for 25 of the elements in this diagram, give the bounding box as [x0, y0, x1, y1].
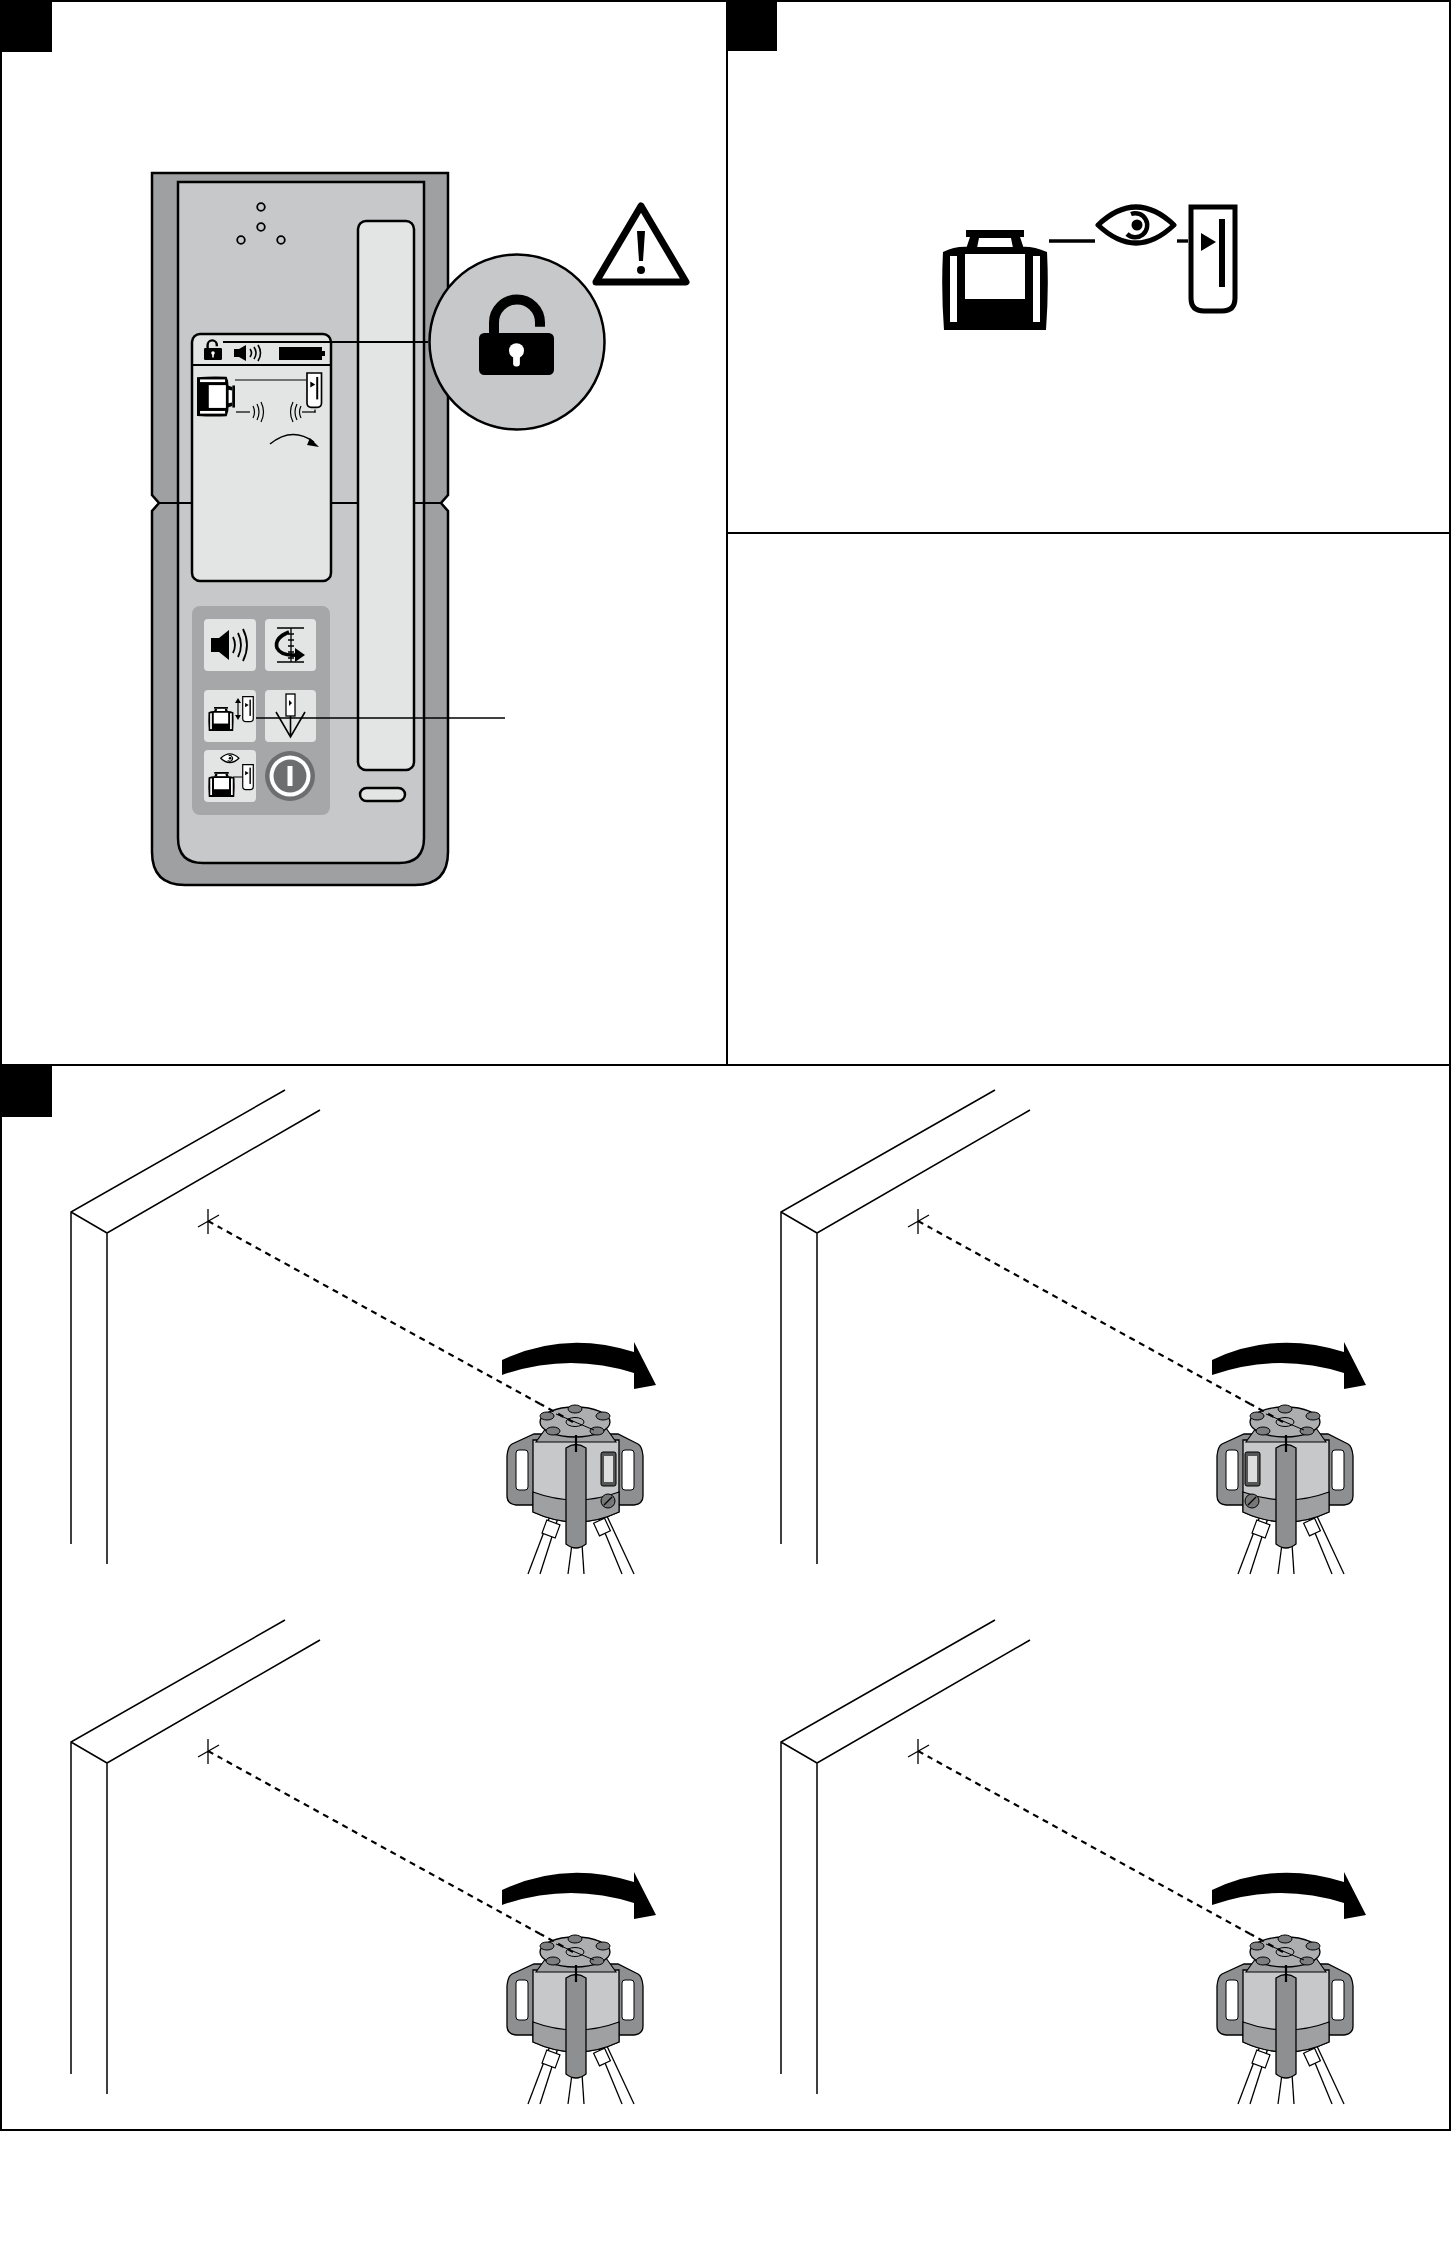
rotating-laser-drawing — [506, 1934, 646, 2104]
cross-mark-icon — [907, 1737, 931, 1766]
padlock-icon — [203, 337, 223, 361]
connector-line — [1177, 239, 1188, 243]
magnified-view-circle — [428, 253, 606, 431]
receiver-icon — [306, 372, 323, 408]
cross-mark-icon — [197, 1737, 221, 1766]
connector-line — [234, 379, 307, 381]
rotating-laser-drawing — [506, 1404, 646, 1574]
cross-mark-icon — [197, 1207, 221, 1236]
rotating-laser-icon — [941, 230, 1049, 330]
eye-icon — [1095, 203, 1177, 247]
leader-line — [255, 717, 506, 719]
connector-line — [1049, 239, 1095, 243]
laser-receiver-key-icon — [204, 690, 256, 742]
cross-mark-icon — [907, 1207, 931, 1236]
leader-line — [222, 341, 429, 343]
receiver-icon — [1188, 204, 1238, 314]
laser-beam-line — [930, 1227, 1251, 1405]
rotating-laser-drawing — [1216, 1934, 1356, 2104]
laser-beam-line — [930, 1757, 1251, 1935]
laser-beam-line — [220, 1227, 541, 1405]
rotating-laser-icon — [197, 376, 235, 417]
rotating-laser-drawing — [1216, 1404, 1356, 1574]
laser-beam-line — [220, 1757, 541, 1935]
